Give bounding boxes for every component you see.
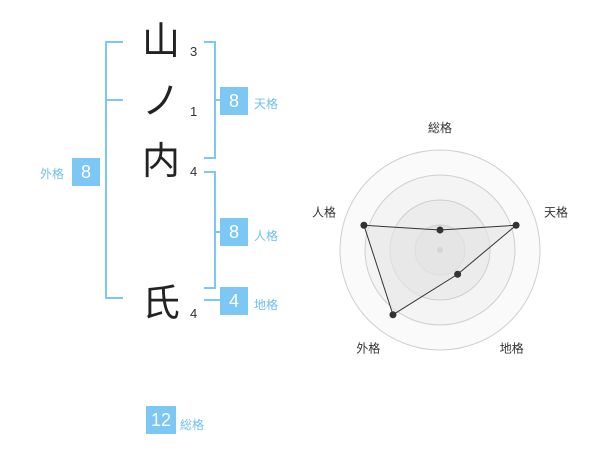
name-char-1: 山 — [142, 19, 181, 63]
radar-axis-label: 外格 — [356, 341, 380, 356]
radar-axis-label: 天格 — [544, 204, 568, 219]
tenkaku-connector — [214, 99, 222, 101]
soukaku-value-box: 12 — [146, 406, 176, 434]
gaikaku-bracket-bottom — [105, 297, 123, 299]
radar-axis-label: 地格 — [500, 341, 524, 356]
radar-point-3 — [454, 270, 462, 278]
gaikaku-value-box: 8 — [72, 158, 100, 186]
jinkaku-bracket-top — [204, 171, 216, 173]
jinkaku-bracket-vertical — [214, 171, 216, 289]
radar-axis-label: 人格 — [312, 204, 336, 219]
chikaku-label: 地格 — [254, 298, 279, 312]
gaikaku-bracket-top — [105, 41, 123, 43]
chikaku-value-box: 4 — [220, 287, 248, 315]
radar-point-1 — [436, 226, 444, 234]
gaikaku-bracket-vertical — [105, 41, 107, 299]
jinkaku-bracket-bottom — [204, 287, 216, 289]
soukaku-label: 総格 — [180, 418, 205, 432]
radar-point-4 — [389, 311, 397, 319]
chikaku-connector — [204, 299, 222, 301]
stroke-count-2: 1 — [190, 104, 198, 119]
tenkaku-bracket-bottom — [204, 157, 216, 159]
stroke-count-4: 4 — [190, 306, 198, 321]
radar-series-polygon — [363, 224, 518, 316]
jinkaku-connector — [214, 231, 222, 233]
jinkaku-value-box: 8 — [220, 218, 248, 246]
tenkaku-label: 天格 — [254, 97, 279, 111]
name-char-4: 氏 — [142, 281, 181, 325]
jinkaku-label: 人格 — [254, 229, 279, 243]
radar-axis-label: 総格 — [428, 120, 452, 135]
gaikaku-bracket-mid — [105, 99, 123, 101]
gaikaku-label: 外格 — [40, 167, 65, 181]
name-char-3: 内 — [142, 139, 181, 183]
stroke-count-1: 3 — [190, 44, 198, 59]
tenkaku-value-box: 8 — [220, 87, 248, 115]
stroke-count-3: 4 — [190, 164, 198, 179]
radar-point-2 — [512, 221, 520, 229]
radar-point-5 — [360, 221, 368, 229]
name-char-2: ノ — [142, 79, 181, 123]
tenkaku-bracket-top — [204, 41, 216, 43]
